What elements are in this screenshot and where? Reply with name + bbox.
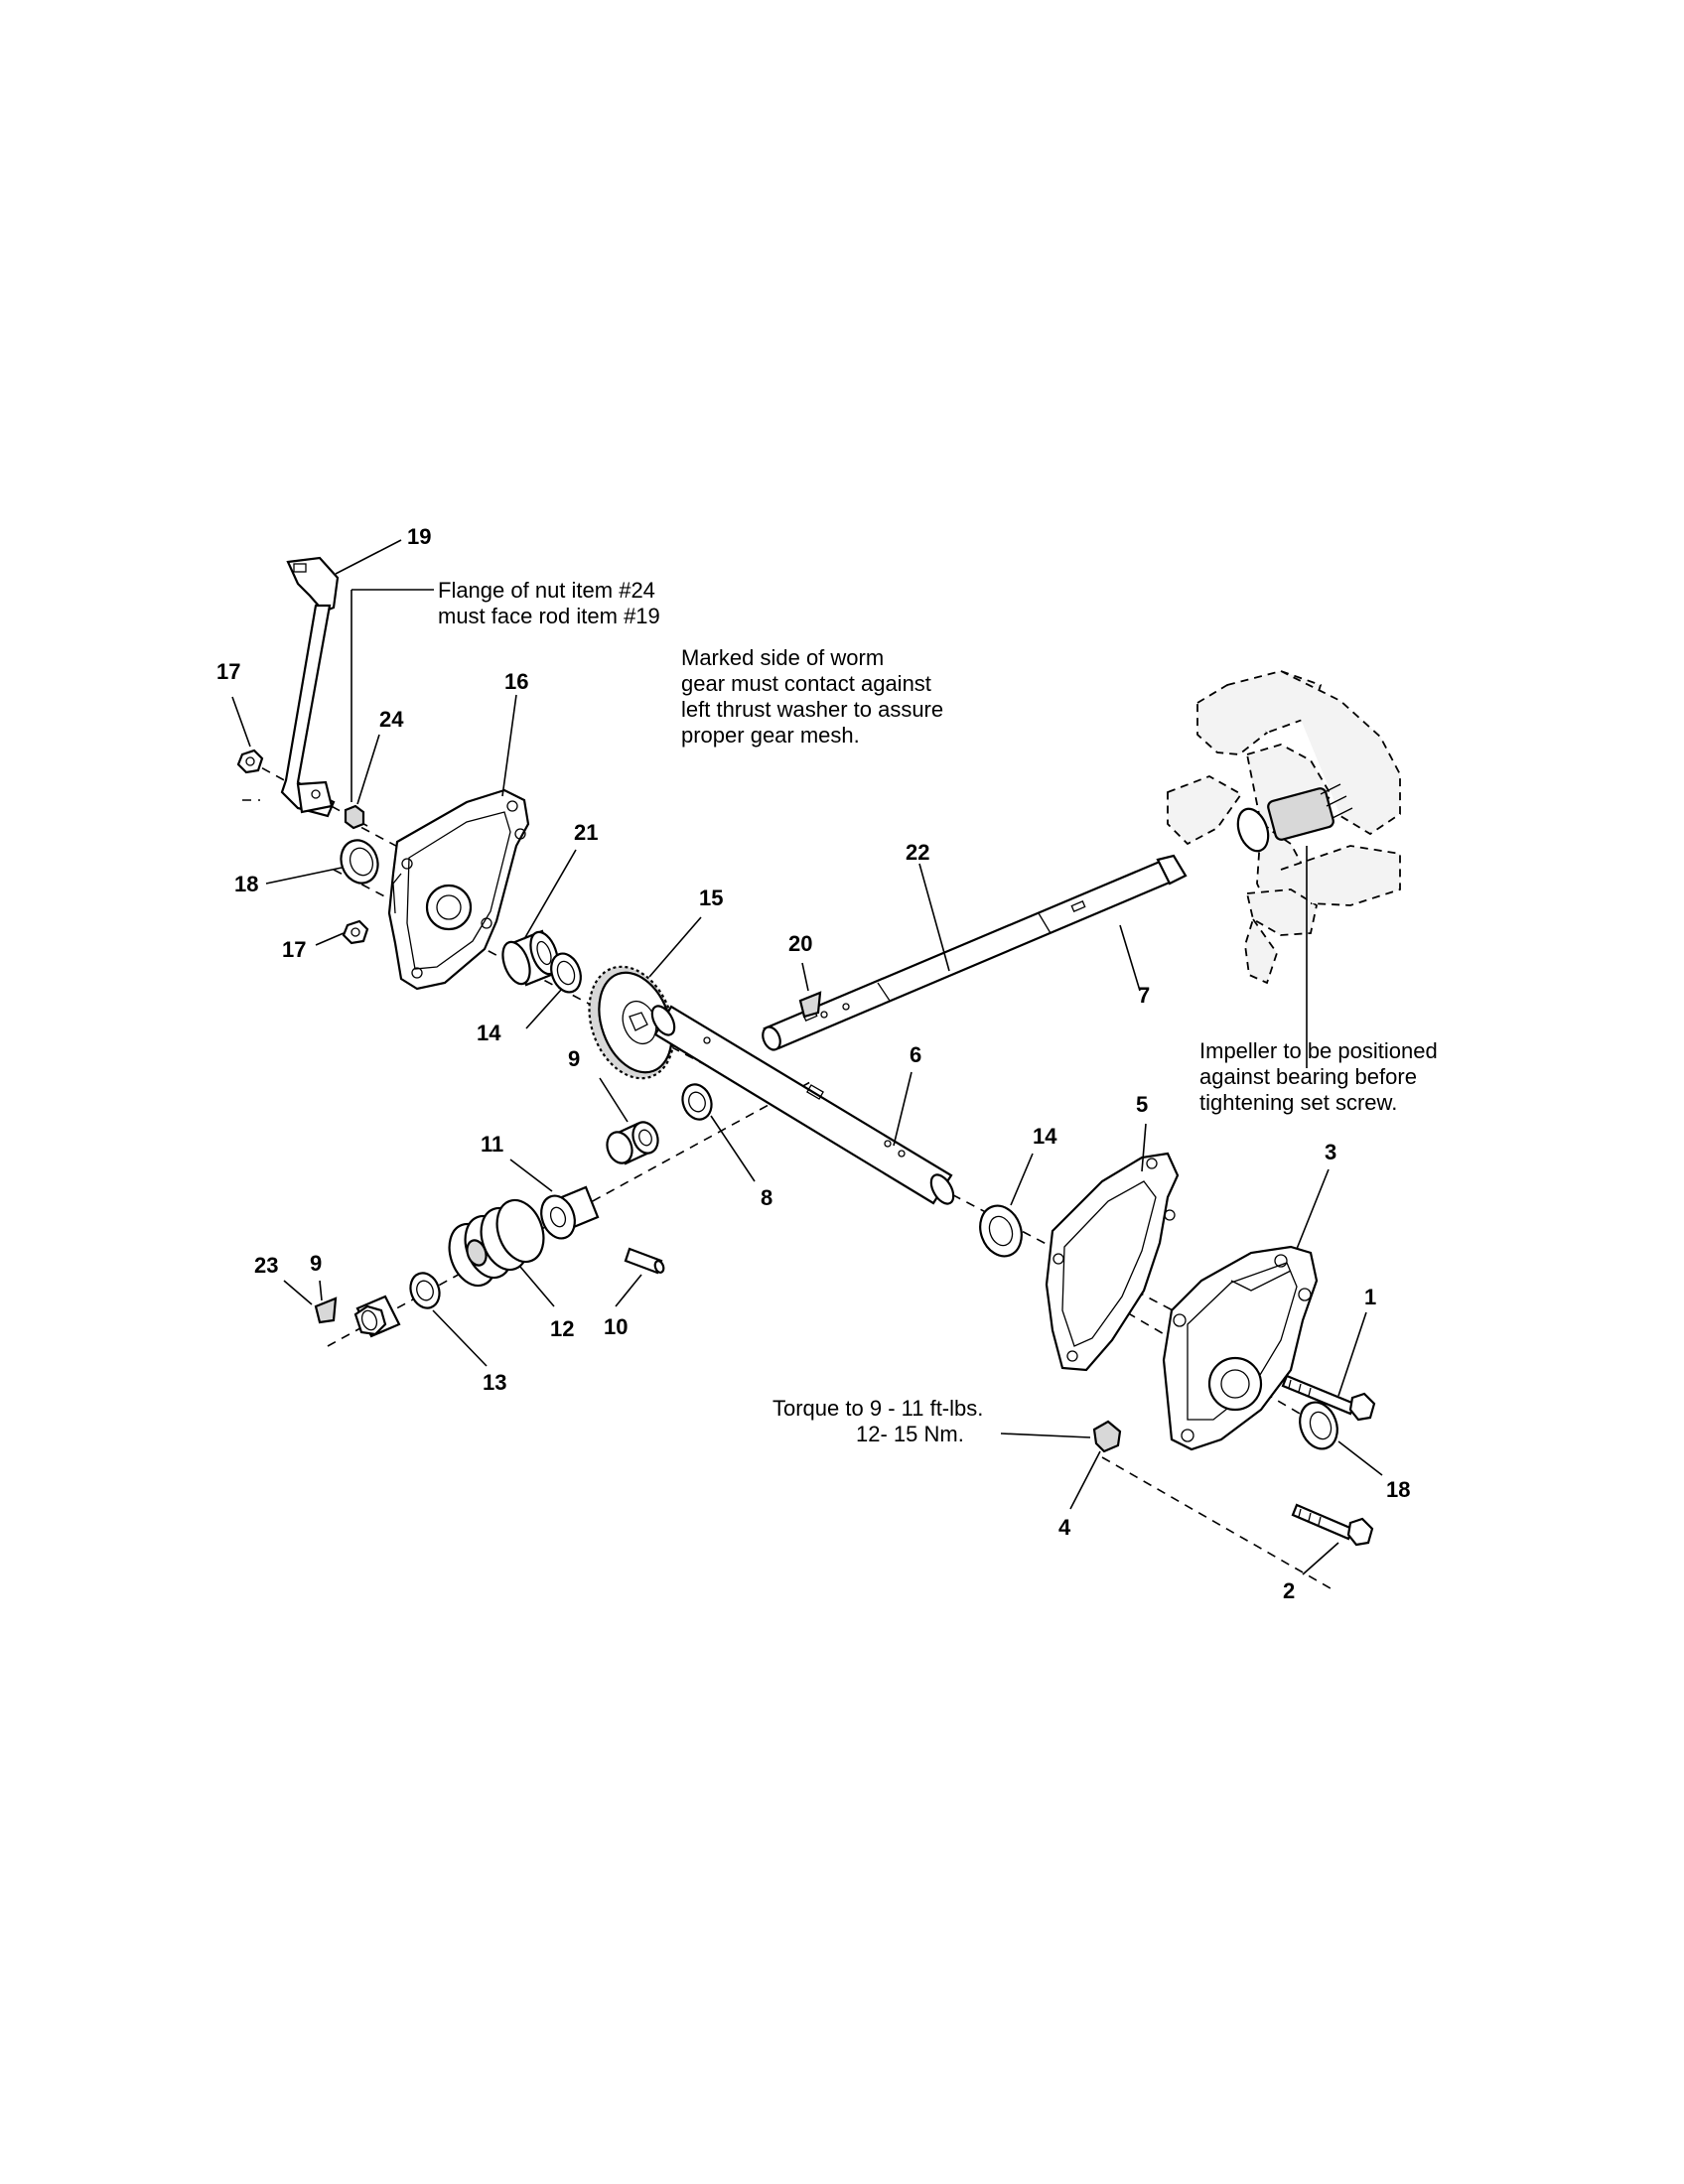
control-rod-19 [280,556,340,818]
thrust-washer-14-left [550,952,582,994]
callout-18-right: 18 [1386,1477,1410,1502]
callout-23: 23 [254,1253,278,1278]
bolt-1 [1281,1374,1376,1422]
nut-17-lower [342,919,369,945]
callout-14-left: 14 [477,1021,501,1045]
note-impeller-line2: against bearing before [1199,1064,1417,1089]
callout-24: 24 [379,707,404,732]
note-flange-line2: must face rod item #19 [438,604,660,628]
seal-18-left [340,839,379,885]
gear-case-3 [1162,1245,1319,1451]
callout-13: 13 [483,1370,506,1395]
nut-17-upper [236,749,264,774]
bushing-21 [501,929,559,987]
note-flange: Flange of nut item #24 must face rod ite… [438,578,660,628]
note-worm-line1: Marked side of worm [681,645,884,670]
set-screw-4 [1092,1420,1122,1453]
bolt-2 [1291,1503,1374,1547]
callout-17-upper: 17 [216,659,240,684]
callout-11: 11 [481,1132,503,1157]
gasket-5 [1045,1152,1180,1372]
note-worm-line4: proper gear mesh. [681,723,860,748]
note-worm-gear: Marked side of worm gear must contact ag… [681,645,943,748]
worm-shaft-6 [650,1005,955,1205]
callout-22: 22 [906,840,929,865]
note-torque-line1: Torque to 9 - 11 ft-lbs. [772,1396,983,1421]
callout-numbers: 19 17 24 16 18 21 17 14 15 22 20 7 6 9 1… [216,524,1410,1603]
callout-7: 7 [1138,983,1150,1008]
thrust-washer-14-right [979,1204,1023,1258]
callout-5: 5 [1136,1092,1148,1117]
flange-nut-24 [344,804,365,830]
callout-17-lower: 17 [282,937,306,962]
impeller-ghost [1167,670,1401,985]
callout-12: 12 [550,1316,574,1341]
callout-6: 6 [910,1042,921,1067]
callout-9-upper: 9 [568,1046,580,1071]
note-worm-line3: left thrust washer to assure [681,697,943,722]
worm-gear-15 [588,965,675,1080]
gear-case-16 [387,788,530,991]
key-20 [798,991,822,1019]
callout-9-lower: 9 [310,1251,322,1276]
note-worm-line2: gear must contact against [681,671,931,696]
callout-19: 19 [407,524,431,549]
note-flange-line1: Flange of nut item #24 [438,578,655,603]
callout-10: 10 [604,1314,628,1339]
callout-8: 8 [761,1185,772,1210]
callout-3: 3 [1325,1140,1336,1164]
callout-2: 2 [1283,1578,1295,1603]
leader-lines [231,539,1383,1575]
callout-18-left: 18 [234,872,258,896]
seal-18-right [1299,1401,1338,1450]
note-torque-line2: 12- 15 Nm. [856,1422,964,1446]
washer-13 [409,1272,441,1309]
note-impeller: Impeller to be positioned against bearin… [1199,1038,1438,1115]
callout-14-right: 14 [1033,1124,1057,1149]
collar-11 [540,1185,600,1240]
callout-21: 21 [574,820,598,845]
note-impeller-line3: tightening set screw. [1199,1090,1397,1115]
worm-12 [448,1198,545,1288]
note-torque: Torque to 9 - 11 ft-lbs. 12- 15 Nm. [772,1396,983,1446]
callout-20: 20 [788,931,812,956]
impeller-shaft-22 [762,854,1188,1051]
note-impeller-line1: Impeller to be positioned [1199,1038,1438,1063]
key-23 [314,1297,338,1324]
callout-16: 16 [504,669,528,694]
callout-1: 1 [1364,1285,1376,1309]
callout-4: 4 [1058,1515,1071,1540]
pin-10 [624,1247,665,1275]
bearing-9-lower [353,1295,401,1338]
callout-15: 15 [699,886,723,910]
bearing-9-upper [606,1121,659,1165]
thrust-washer-8 [681,1083,713,1121]
